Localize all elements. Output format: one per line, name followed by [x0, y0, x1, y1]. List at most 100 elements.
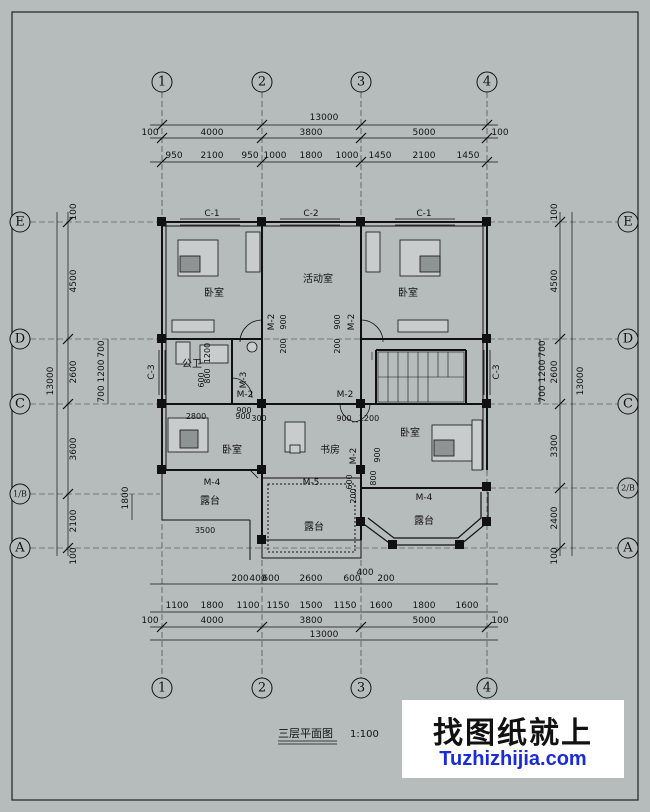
dim-int-18: 3500 [195, 526, 215, 535]
dim-bottom-detail-6: 1150 [334, 601, 357, 611]
door-swings [231, 319, 384, 479]
room-terrace-se: 露台 [414, 514, 434, 527]
room-study: 书房 [320, 443, 340, 456]
dim-right-5: 2400 [550, 506, 560, 529]
label-m3: M-3 [239, 372, 249, 389]
label-c1-left: C-1 [204, 209, 219, 219]
axis-bubbles [9, 71, 639, 699]
dim-top-detail-9: 1450 [457, 151, 480, 161]
label-m2-b: M-2 [347, 314, 357, 331]
room-bedroom-ne: 卧室 [398, 286, 418, 299]
axis-col-4-bottom: 4 [483, 681, 491, 696]
watermark-box: 找图纸就上 Tuzhizhijia.com [402, 700, 624, 778]
dim-top-detail-3: 950 [241, 151, 258, 161]
dim-top-detail-6: 1000 [336, 151, 359, 161]
dim-int-3: 900 [333, 314, 342, 329]
dim-int-13: 900 [373, 447, 382, 462]
dim-bottom-detail-2: 1800 [201, 601, 224, 611]
dim-left-4: 3600 [69, 437, 79, 460]
dim-right-inner-3: 700 [538, 385, 548, 402]
dim-bottom-detail-9: 1600 [456, 601, 479, 611]
dim-top-detail-8: 2100 [413, 151, 436, 161]
windows [158, 218, 491, 395]
room-activity: 活动室 [303, 272, 333, 285]
dim-int-2: 200 [279, 338, 288, 353]
dim-left-6: 100 [69, 547, 79, 564]
axis-col-3-bottom: 3 [357, 681, 365, 696]
label-m5: M-5 [303, 478, 320, 488]
dimension-ticks [62, 119, 566, 633]
axis-row-e-left: E [15, 215, 25, 230]
dim-bottom-detail-4: 1150 [267, 601, 290, 611]
dim-int-9: 900 [236, 406, 251, 415]
dim-left-inner-2: 1200 [97, 359, 107, 382]
label-m2-e: M-2 [349, 448, 359, 465]
drawing-caption: 三层平面图 1:100 [278, 727, 379, 745]
dim-right-inner-2: 1200 [538, 359, 548, 382]
room-terrace-mid: 露台 [304, 520, 324, 533]
dim-bottom-detail-7: 1600 [370, 601, 393, 611]
columns [157, 217, 491, 549]
dim-bottom-offset-2: 400 [249, 574, 266, 584]
caption-scale: 1:100 [350, 729, 379, 740]
dim-right-6: 100 [550, 547, 560, 564]
dim-int-16: 200 [349, 488, 358, 503]
dim-bottom-offset-3: 600 [262, 574, 279, 584]
dim-int-7: 600 [197, 372, 206, 387]
dim-bottom-bay-1: 4000 [201, 616, 224, 626]
dim-top-bay-2: 3800 [300, 128, 323, 138]
dim-top-detail-7: 1450 [369, 151, 392, 161]
label-c2: C-2 [303, 209, 318, 219]
label-m2-d: M-2 [337, 390, 354, 400]
axis-col-3-top: 3 [357, 75, 365, 90]
dim-top-detail-4: 1000 [264, 151, 287, 161]
label-m2-c: M-2 [237, 390, 254, 400]
dim-right-2: 4500 [550, 269, 560, 292]
furniture [167, 231, 483, 471]
dim-int-14: 800 [369, 470, 378, 485]
dim-right-total: 13000 [576, 366, 586, 395]
dim-bottom-offset-6: 400 [356, 568, 373, 578]
room-bedroom-se: 卧室 [400, 426, 420, 439]
room-terrace-sw: 露台 [200, 494, 220, 507]
axis-row-c-left: C [15, 397, 25, 412]
dim-bottom-detail-3: 1100 [237, 601, 260, 611]
axis-row-1b-left: 1/B [13, 490, 27, 499]
dim-right-4: 3300 [550, 434, 560, 457]
label-c3-right: C-3 [492, 364, 502, 379]
axis-row-2b-right: 2/B [621, 484, 635, 493]
walls-thin [161, 222, 487, 560]
dimension-lines [56, 124, 573, 641]
room-bedroom-sw: 卧室 [222, 443, 242, 456]
drawing-frame [11, 11, 639, 801]
dim-int-11: 900 [336, 414, 351, 423]
dim-top-total: 13000 [310, 113, 339, 123]
staircase [371, 351, 465, 403]
dim-bottom-detail-5: 1500 [300, 601, 323, 611]
dim-top-bay-1: 4000 [201, 128, 224, 138]
label-c1-right: C-1 [416, 209, 431, 219]
dim-right-3: 2600 [550, 360, 560, 383]
dim-top-detail-5: 1800 [300, 151, 323, 161]
dim-bottom-total: 13000 [310, 630, 339, 640]
dim-int-1: 900 [279, 314, 288, 329]
dim-left-3: 2600 [69, 360, 79, 383]
dim-int-4: 200 [333, 338, 342, 353]
caption-title: 三层平面图 [278, 727, 333, 740]
axis-col-1-bottom: 1 [158, 681, 166, 696]
axis-col-2-bottom: 2 [258, 681, 266, 696]
dim-left-inner-3: 700 [97, 385, 107, 402]
axis-row-d-left: D [15, 332, 25, 347]
label-m4-right: M-4 [416, 493, 433, 503]
room-toilet: 公卫 [182, 359, 202, 370]
label-c3-left: C-3 [147, 364, 157, 379]
dim-int-17: 2800 [186, 412, 206, 421]
dim-left-2: 4500 [69, 269, 79, 292]
axis-row-a-left: A [14, 541, 25, 556]
watermark-url[interactable]: Tuzhizhijia.com [439, 748, 587, 770]
dim-left-mid: 1800 [121, 486, 131, 509]
dim-int-12: 1200 [359, 414, 379, 423]
axis-row-d-right: D [623, 332, 633, 347]
dim-top-bay-3: 5000 [413, 128, 436, 138]
dim-bottom-edge-right: 100 [491, 616, 508, 626]
